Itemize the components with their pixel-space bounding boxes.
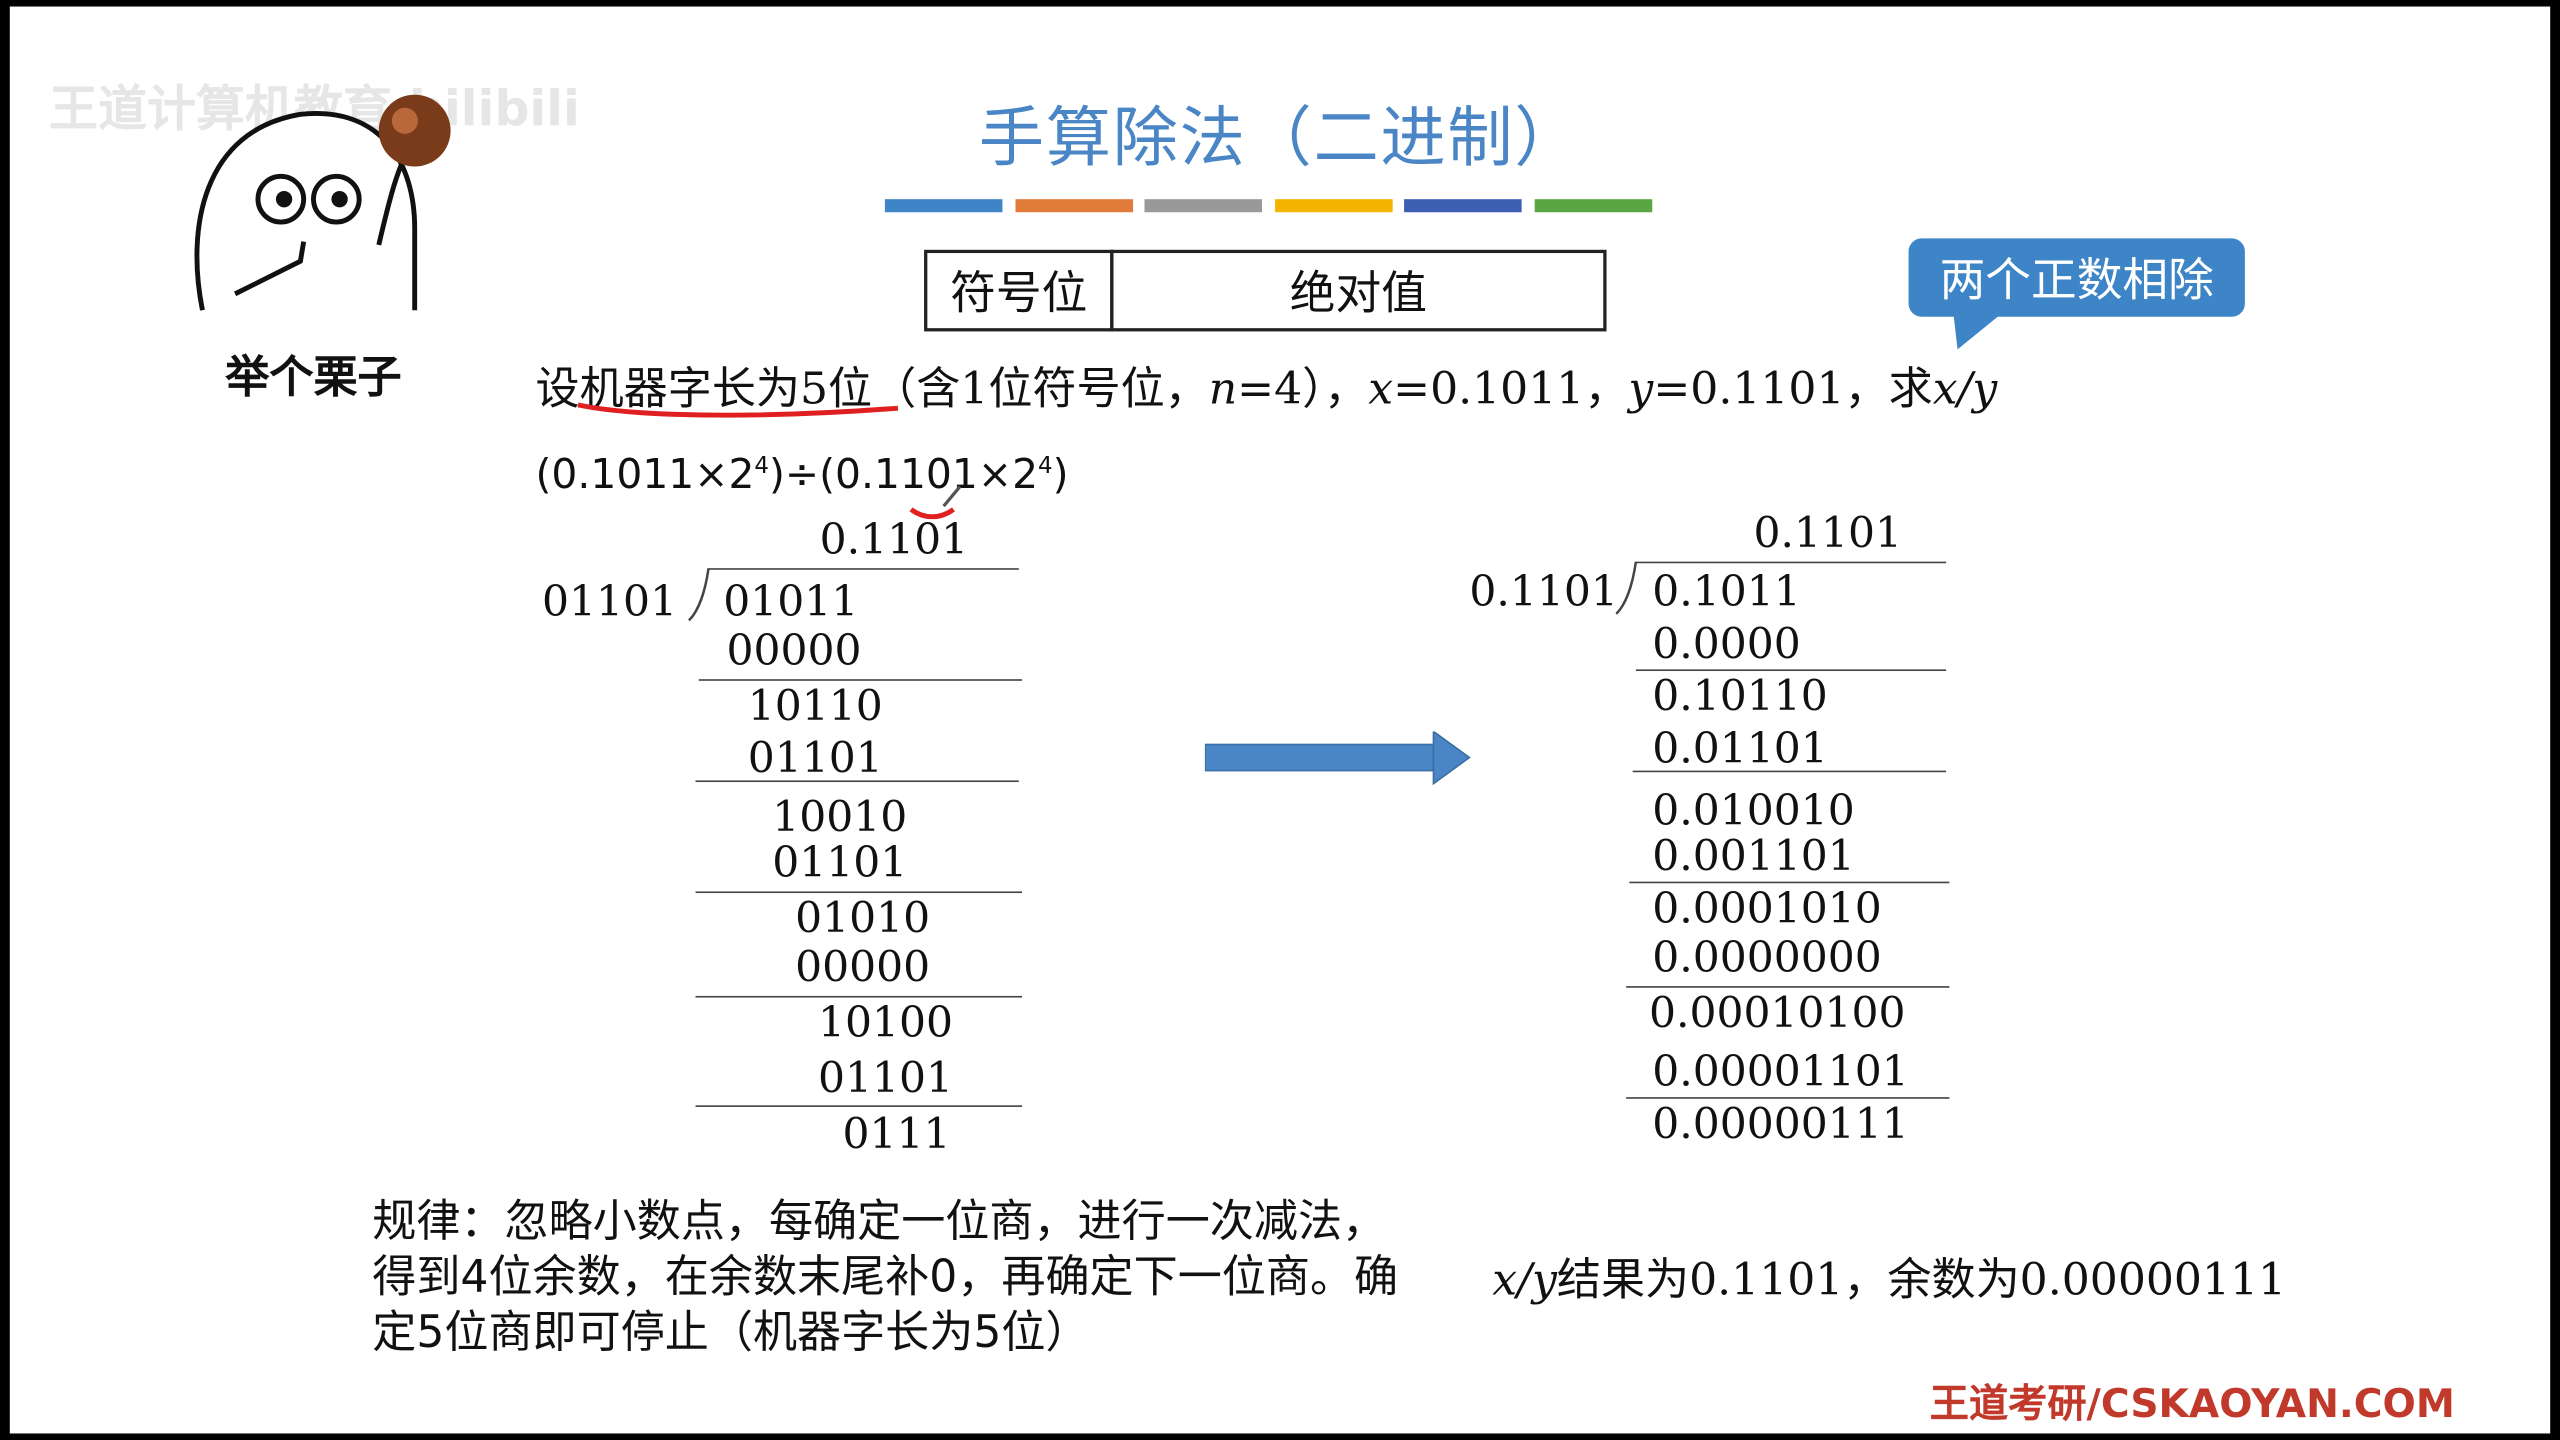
- expr-left: (0.1011×2: [535, 450, 755, 498]
- division-step-value: 0.00001101: [1652, 1048, 1909, 1098]
- left-divisor: 01101: [542, 577, 678, 627]
- division-step-value: 10010: [772, 793, 908, 843]
- problem-statement: 设机器字长为5位（含1位符号位，n=4），x=0.1011，y=0.1101，求…: [536, 353, 1998, 417]
- problem-text-3: =0.1011，: [1393, 364, 1629, 415]
- division-step-value: 0.0001010: [1652, 884, 1882, 934]
- title-color-bar: [1014, 199, 1133, 213]
- expr-exp2: 4: [1038, 453, 1053, 480]
- left-quotient: 0.1101: [819, 515, 969, 565]
- division-step-value: 0.01101: [1652, 724, 1828, 774]
- right-quotient: 0.1101: [1753, 509, 1903, 559]
- sign-bit-cell: 符号位: [924, 249, 1114, 332]
- division-step-value: 00000: [726, 626, 862, 676]
- division-expression: (0.1011×24)÷(0.1101×24): [536, 451, 1069, 498]
- mascot-image: [194, 94, 451, 311]
- expr-right: ): [1052, 450, 1069, 498]
- division-step-value: 0.00000111: [1652, 1100, 1909, 1150]
- division-step-line: [1635, 669, 1947, 672]
- division-step-line: [1632, 770, 1947, 773]
- division-step-value: 01101: [747, 734, 883, 784]
- problem-text-4: =0.1101，求: [1653, 364, 1933, 415]
- division-step-line: [1629, 881, 1950, 884]
- result-text: x/y结果为0.1101，余数为0.00000111: [1492, 1244, 2286, 1308]
- expr-mid: )÷(0.1101×2: [769, 450, 1039, 498]
- mascot-caption: 举个栗子: [225, 352, 402, 404]
- division-step-value: 0.00010100: [1648, 989, 1906, 1039]
- title-color-bar: [884, 199, 1003, 213]
- expr-exp1: 4: [754, 453, 770, 480]
- division-step-line: [1626, 1097, 1950, 1099]
- division-step-line: [695, 891, 1023, 894]
- title-color-bar: [1144, 199, 1263, 213]
- left-quotient-line: [708, 568, 1019, 570]
- division-step-line: [695, 1105, 1023, 1107]
- pen-mark-annotation: [909, 485, 962, 520]
- division-step-value: 0.001101: [1652, 832, 1855, 882]
- var-x: x: [1368, 364, 1394, 415]
- var-n: n: [1208, 364, 1238, 415]
- callout-bubble: 两个正数相除: [1908, 238, 2245, 317]
- division-step-value: 01011: [723, 577, 859, 627]
- rule-text: 规律：忽略小数点，每确定一位商，进行一次减法，得到4位余数，在余数末尾补0，再确…: [372, 1196, 1399, 1359]
- division-step-value: 01010: [795, 894, 931, 944]
- title-color-bar: [1404, 199, 1522, 213]
- var-y: y: [1628, 364, 1654, 415]
- page-title: 手算除法（二进制）: [978, 101, 1582, 177]
- problem-text-2: =4），: [1237, 364, 1369, 415]
- division-step-value: 00000: [795, 943, 931, 993]
- callout-tail-icon: [1952, 306, 2010, 350]
- title-color-bar: [1274, 199, 1392, 213]
- absolute-value-cell: 绝对值: [1110, 249, 1607, 332]
- var-xy: x/y: [1932, 364, 1998, 415]
- red-underline-annotation: [577, 402, 899, 418]
- division-step-value: 0.1011: [1652, 568, 1801, 618]
- slide: 王道计算机教育 bilibili 举个栗子 手算除法（二进制） 符号位 绝对值 …: [9, 6, 2551, 1434]
- division-step-value: 0.10110: [1652, 672, 1828, 722]
- division-step-value: 0111: [842, 1110, 951, 1160]
- division-step-line: [695, 995, 1023, 998]
- division-step-value: 0.0000: [1652, 620, 1801, 670]
- division-step-value: 0.010010: [1652, 786, 1855, 836]
- right-divisor: 0.1101: [1469, 568, 1618, 618]
- result-value: 结果为0.1101，余数为0.00000111: [1556, 1255, 2287, 1307]
- result-var: x/y: [1492, 1255, 1557, 1307]
- division-step-value: 10110: [747, 682, 883, 732]
- division-step-value: 0.0000000: [1652, 933, 1882, 983]
- right-quotient-line: [1635, 561, 1947, 564]
- division-step-value: 01101: [772, 839, 908, 889]
- right-division-bracket: [1615, 561, 1638, 615]
- division-step-line: [698, 679, 1023, 681]
- right-arrow-icon: [1204, 731, 1471, 786]
- left-division-bracket: [688, 568, 710, 622]
- division-step-value: 01101: [817, 1054, 954, 1104]
- division-step-line: [1626, 986, 1950, 988]
- division-step-line: [695, 780, 1019, 783]
- brand-footer: 王道考研/CSKAOYAN.COM: [1929, 1381, 2455, 1427]
- problem-text-1: 设机器字长为5位（含1位符号位，: [535, 364, 1209, 415]
- division-step-value: 10100: [817, 999, 954, 1049]
- title-color-bar: [1533, 199, 1652, 213]
